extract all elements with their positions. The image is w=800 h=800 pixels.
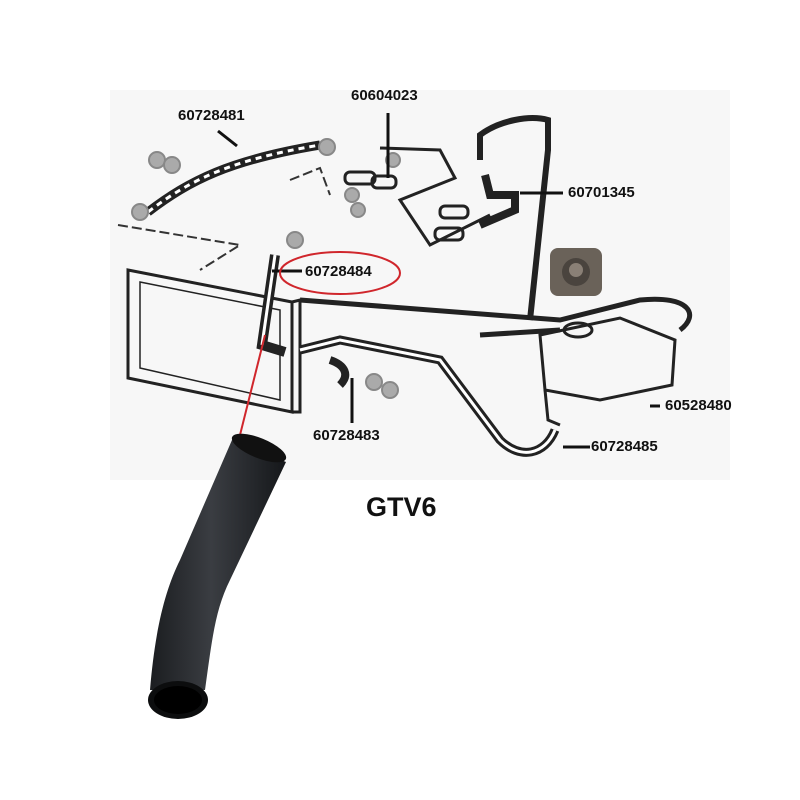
part-label-60728485: 60728485 bbox=[591, 438, 658, 455]
part-label-60604023: 60604023 bbox=[351, 87, 418, 104]
part-label-60728484: 60728484 bbox=[305, 263, 372, 280]
model-title: GTV6 bbox=[366, 492, 437, 522]
part-label-60728483: 60728483 bbox=[313, 427, 380, 444]
hose-clamps bbox=[131, 138, 401, 399]
expansion-tank-60528480 bbox=[538, 316, 677, 427]
heater-hose-60701345 bbox=[477, 115, 551, 321]
part-label-60728481: 60728481 bbox=[178, 107, 245, 124]
part-label-60528480: 60528480 bbox=[665, 397, 732, 414]
highlight-circle bbox=[279, 251, 401, 295]
diagram-background bbox=[110, 90, 730, 480]
part-label-60701345: 60701345 bbox=[568, 184, 635, 201]
highlight-pointer-line bbox=[239, 334, 266, 436]
overflow-pipe bbox=[299, 296, 693, 332]
shroud-outline bbox=[117, 166, 331, 271]
radiator bbox=[126, 268, 302, 414]
leader-lines bbox=[217, 113, 660, 449]
tank-cap-photo bbox=[550, 248, 602, 296]
product-hose-photo bbox=[148, 433, 287, 719]
heater-pipe-60604023 bbox=[343, 146, 491, 247]
